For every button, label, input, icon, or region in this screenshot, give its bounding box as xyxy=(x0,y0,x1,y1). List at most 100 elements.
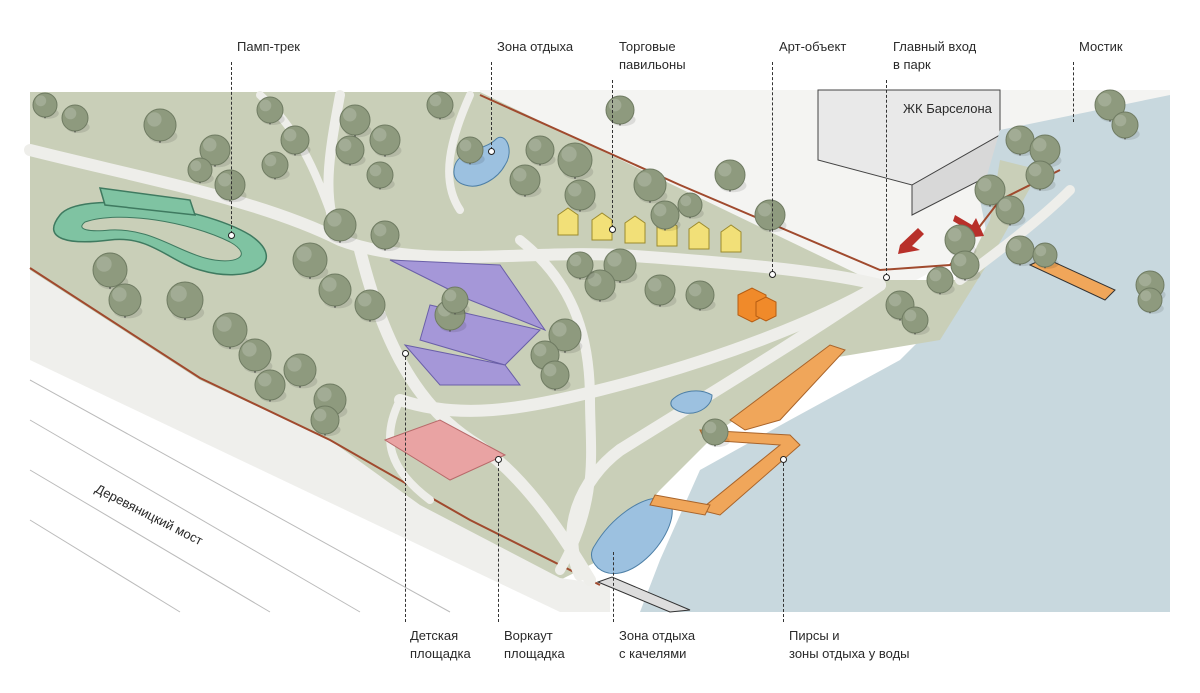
road-bridge-lines xyxy=(29,379,451,613)
tree-highlight xyxy=(904,309,917,322)
tree-crown xyxy=(456,136,484,164)
tree-crown xyxy=(974,174,1006,206)
tree-highlight xyxy=(96,256,112,272)
leader-dot-pavilions xyxy=(609,226,616,233)
tree-crown xyxy=(995,195,1025,225)
tree-crown xyxy=(1137,287,1163,313)
leader-pump-track xyxy=(231,62,232,234)
tree-highlight xyxy=(588,273,602,287)
tree-highlight xyxy=(322,277,337,292)
tree-crown xyxy=(701,418,729,446)
leader-pavilions xyxy=(612,80,613,228)
park-boundary-red xyxy=(29,267,601,586)
tree-highlight xyxy=(637,172,652,187)
tree-crown xyxy=(1094,89,1126,121)
tree-highlight xyxy=(317,387,332,402)
tree-highlight xyxy=(608,98,622,112)
tree-crown xyxy=(261,151,289,179)
tree-crown xyxy=(108,283,142,317)
tree-highlight xyxy=(1008,238,1022,252)
tree-crown xyxy=(644,274,676,306)
tree-highlight xyxy=(888,293,902,307)
tree-crown xyxy=(283,353,317,387)
label-art-object: Арт-объект xyxy=(779,39,847,54)
leader-dot-art-object xyxy=(769,271,776,278)
tree-crown xyxy=(714,159,746,191)
tree-crown xyxy=(950,250,980,280)
pond-top xyxy=(453,137,510,187)
trade-pavilions xyxy=(557,207,742,253)
tree-crown xyxy=(564,179,596,211)
tree-highlight xyxy=(112,287,127,302)
tree-crown xyxy=(61,104,89,132)
tree-crown xyxy=(212,312,248,348)
tree-highlight xyxy=(1114,114,1127,127)
tree-highlight xyxy=(653,203,667,217)
tree-highlight xyxy=(929,269,942,282)
tree-highlight xyxy=(1008,128,1022,142)
tree-crown xyxy=(1025,160,1055,190)
tree-highlight xyxy=(543,363,557,377)
tree-highlight xyxy=(607,252,622,267)
tree-crown xyxy=(1029,134,1061,166)
tree-highlight xyxy=(287,357,302,372)
label-main-entrance: Главный вход в парк xyxy=(893,39,977,72)
tree-crown xyxy=(354,289,386,321)
leader-small-bridge xyxy=(1073,62,1074,122)
tree-highlight xyxy=(259,99,272,112)
tree-crown xyxy=(566,251,594,279)
tree-highlight xyxy=(1140,290,1152,302)
swing-zone-pond xyxy=(591,497,673,575)
label-rest-zone: Зона отдыха xyxy=(497,39,574,54)
tree-highlight xyxy=(296,246,312,262)
tree-crown xyxy=(366,161,394,189)
leader-main-entrance xyxy=(886,80,887,276)
tree-crown xyxy=(633,168,667,202)
leader-dot-piers xyxy=(780,456,787,463)
tree-crown xyxy=(584,269,616,301)
label-kids-playground: Детская площадка xyxy=(410,628,471,661)
tree-highlight xyxy=(258,373,272,387)
tree-crown xyxy=(1005,235,1035,265)
tree-crown xyxy=(605,95,635,125)
tree-crown xyxy=(540,360,570,390)
leader-workout xyxy=(498,458,499,622)
tree-crown xyxy=(323,208,357,242)
leader-dot-rest-zone xyxy=(488,148,495,155)
trees xyxy=(32,89,1166,447)
tree-highlight xyxy=(953,253,967,267)
tree-crown xyxy=(548,318,582,352)
tree-crown xyxy=(426,91,454,119)
tree-crown xyxy=(92,252,128,288)
tree-crown xyxy=(754,199,786,231)
tree-highlight xyxy=(369,164,382,177)
tree-highlight xyxy=(373,223,387,237)
leader-swing-zone xyxy=(613,552,614,622)
tree-highlight xyxy=(718,163,732,177)
tree-crown xyxy=(677,192,703,218)
tree-crown xyxy=(187,157,213,183)
tree-highlight xyxy=(64,107,77,120)
label-workout: Воркаут площадка xyxy=(504,628,565,661)
label-trade-pavilions: Торговые павильоны xyxy=(619,39,686,72)
tree-highlight xyxy=(1098,93,1112,107)
leader-art-object xyxy=(772,62,773,272)
tree-crown xyxy=(926,266,954,294)
tree-crown xyxy=(166,281,204,319)
tree-crown xyxy=(214,169,246,201)
tree-highlight xyxy=(190,160,202,172)
road-embankment xyxy=(30,270,610,612)
entrance-arrows xyxy=(898,215,984,254)
tree-highlight xyxy=(688,283,702,297)
leader-rest-zone xyxy=(491,62,492,150)
tree-crown xyxy=(441,286,469,314)
tree-highlight xyxy=(429,94,442,107)
tree-highlight xyxy=(327,212,342,227)
tree-crown xyxy=(685,280,715,310)
tree-crown xyxy=(335,135,365,165)
tree-crown xyxy=(901,306,929,334)
tree-crown xyxy=(370,220,400,250)
tree-highlight xyxy=(170,285,187,302)
